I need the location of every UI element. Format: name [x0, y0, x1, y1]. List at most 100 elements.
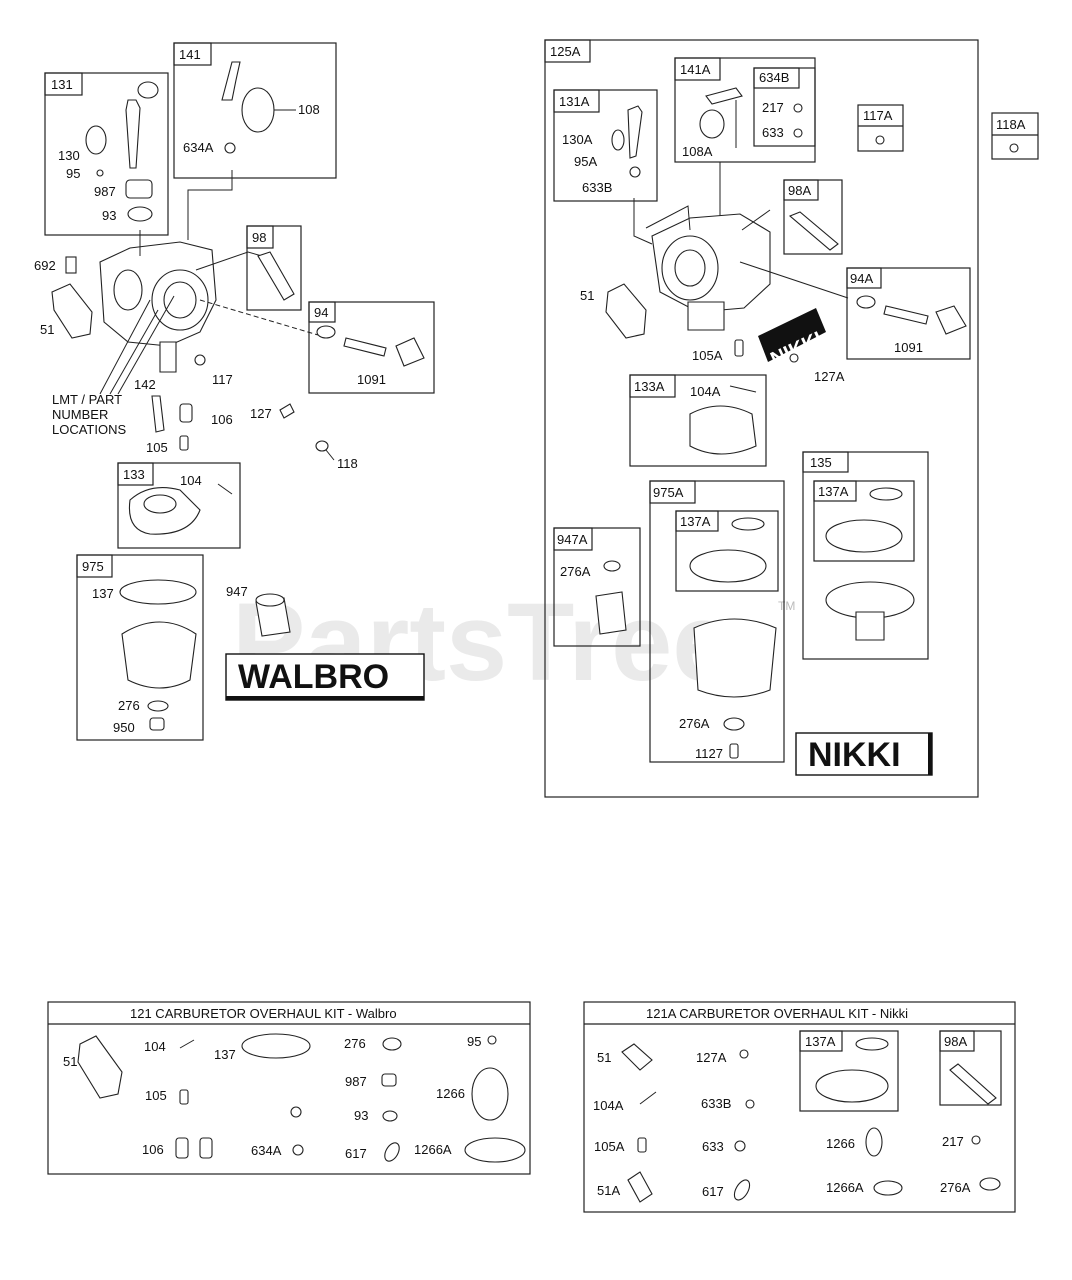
choke-plate-part	[241, 87, 275, 133]
kit-nikki-callout-127a: 127A	[696, 1050, 727, 1065]
part-117	[194, 354, 206, 366]
box-131a[interactable]: 131A 130A 95A 633B	[553, 89, 658, 202]
callout-987: 987	[94, 184, 116, 199]
callout-947: 947	[226, 584, 248, 599]
part-118	[315, 440, 329, 452]
box-117a-label: 117A	[863, 108, 893, 123]
part-106	[179, 403, 193, 423]
box-975a[interactable]: 975A 137A 276A 1127	[649, 480, 785, 763]
o-ring-137-part	[119, 579, 197, 605]
shaft-lever-part	[137, 81, 159, 99]
washer-part	[127, 206, 153, 222]
box-141a[interactable]: 141A 108A	[674, 57, 816, 163]
kit-o-ring-137-part	[241, 1033, 311, 1059]
idle-screw-a-part	[788, 211, 839, 251]
callout-1091-nikki: 1091	[894, 340, 923, 355]
choke-shaft-a-part	[705, 87, 743, 105]
part-105	[179, 435, 189, 451]
box-125a[interactable]: 125A	[544, 39, 979, 798]
box-135-label: 135	[810, 455, 832, 470]
kit-walbro-callout-105: 105	[145, 1088, 167, 1103]
nikki-brand-label: NIKKI	[795, 732, 933, 776]
callout-950: 950	[113, 720, 135, 735]
box-634b[interactable]: 634B 217 633	[753, 67, 816, 147]
callout-276a-2: 276A	[679, 716, 710, 731]
box-131a-label: 131A	[559, 94, 590, 109]
lmt-label-line3: LOCATIONS	[52, 422, 126, 437]
kit-nikki-callout-104a: 104A	[593, 1098, 624, 1113]
box-947a[interactable]: 947A 276A	[553, 527, 641, 647]
callout-217: 217	[762, 100, 784, 115]
box-975a-label: 975A	[653, 485, 684, 500]
box-133a[interactable]: 133A 104A	[629, 374, 767, 467]
callout-634a: 634A	[183, 140, 214, 155]
box-135[interactable]: 135 137A	[802, 451, 929, 660]
kit-walbro-title: 121 CARBURETOR OVERHAUL KIT - Walbro	[130, 1006, 397, 1021]
callout-137: 137	[92, 586, 114, 601]
box-975[interactable]: 975 137 276 950	[76, 554, 204, 741]
kit-nikki-box-137a-label: 137A	[805, 1034, 836, 1049]
callout-276a-1: 276A	[560, 564, 591, 579]
callout-118: 118	[337, 456, 358, 471]
kit-walbro-callout-106: 106	[142, 1142, 164, 1157]
kit-walbro-callout-987: 987	[345, 1074, 367, 1089]
kit-walbro-callout-104: 104	[144, 1039, 166, 1054]
box-133a-label: 133A	[634, 379, 665, 394]
kit-walbro-callout-617: 617	[345, 1146, 367, 1161]
kit-nikki-callout-51: 51	[597, 1050, 611, 1065]
box-117a[interactable]: 117A	[857, 104, 904, 152]
box-141[interactable]: 141 108 634A	[173, 42, 337, 179]
callout-633: 633	[762, 125, 784, 140]
throttle-valve-part	[85, 125, 107, 155]
callout-127a: 127A	[814, 369, 845, 384]
lmt-label-line2: NUMBER	[52, 407, 108, 422]
box-118a[interactable]: 118A	[991, 112, 1039, 160]
box-131[interactable]: 131 130 95 987 93	[44, 72, 169, 236]
kit-ring-1266-part	[471, 1067, 509, 1121]
callout-93: 93	[102, 208, 116, 223]
callout-633b: 633B	[582, 180, 612, 195]
callout-108: 108	[298, 102, 320, 117]
box-947a-label: 947A	[557, 532, 588, 547]
kit-walbro-callout-51: 51	[63, 1054, 77, 1069]
box-94[interactable]: 94 1091	[308, 301, 435, 394]
mixture-screw-a-part	[883, 305, 929, 325]
kit-walbro[interactable]: 121 CARBURETOR OVERHAUL KIT - Walbro 51 …	[47, 1001, 531, 1175]
lmt-part-number-locations: LMT / PART NUMBER LOCATIONS	[52, 295, 175, 437]
part-127	[279, 403, 295, 419]
callout-51-nikki: 51	[580, 288, 594, 303]
callout-117: 117	[212, 372, 233, 387]
callout-1091: 1091	[357, 372, 386, 387]
kit-nikki-callout-1266: 1266	[826, 1136, 855, 1151]
gasket-51-part	[51, 283, 93, 339]
box-98a[interactable]: 98A	[783, 179, 843, 255]
kit-nikki-callout-617: 617	[702, 1184, 724, 1199]
box-118a-label: 118A	[996, 117, 1026, 132]
box-98a-label: 98A	[788, 183, 811, 198]
idle-screw-part	[257, 251, 295, 301]
kit-nikki[interactable]: 121A CARBURETOR OVERHAUL KIT - Nikki 51 …	[583, 1001, 1016, 1213]
part-127a	[789, 353, 799, 363]
box-133[interactable]: 133 104	[117, 462, 241, 549]
choke-shaft-part	[221, 61, 241, 101]
diaphragm-b-part	[825, 519, 903, 553]
nikki-carburetor-body	[633, 162, 849, 331]
screw-part	[224, 142, 236, 154]
kit-walbro-callout-276: 276	[344, 1036, 366, 1051]
kit-nikki-callout-276a: 276A	[940, 1180, 971, 1195]
kit-nikki-callout-633: 633	[702, 1139, 724, 1154]
callout-692: 692	[34, 258, 56, 273]
box-98[interactable]: 98	[246, 225, 302, 311]
box-137a-1-label: 137A	[680, 514, 711, 529]
callout-104: 104	[180, 473, 202, 488]
box-94a[interactable]: 94A 1091	[846, 267, 971, 360]
limiter-cap-part	[395, 337, 425, 367]
part-105a	[734, 339, 744, 357]
diaphragm-a-part	[689, 549, 767, 583]
float-bowl-part	[121, 621, 197, 689]
box-131-label: 131	[51, 77, 73, 92]
kit-ring-1266a-part	[464, 1137, 526, 1163]
callout-95: 95	[66, 166, 80, 181]
walbro-section: 131 130 95 987 93 141 108 634A	[34, 42, 435, 741]
